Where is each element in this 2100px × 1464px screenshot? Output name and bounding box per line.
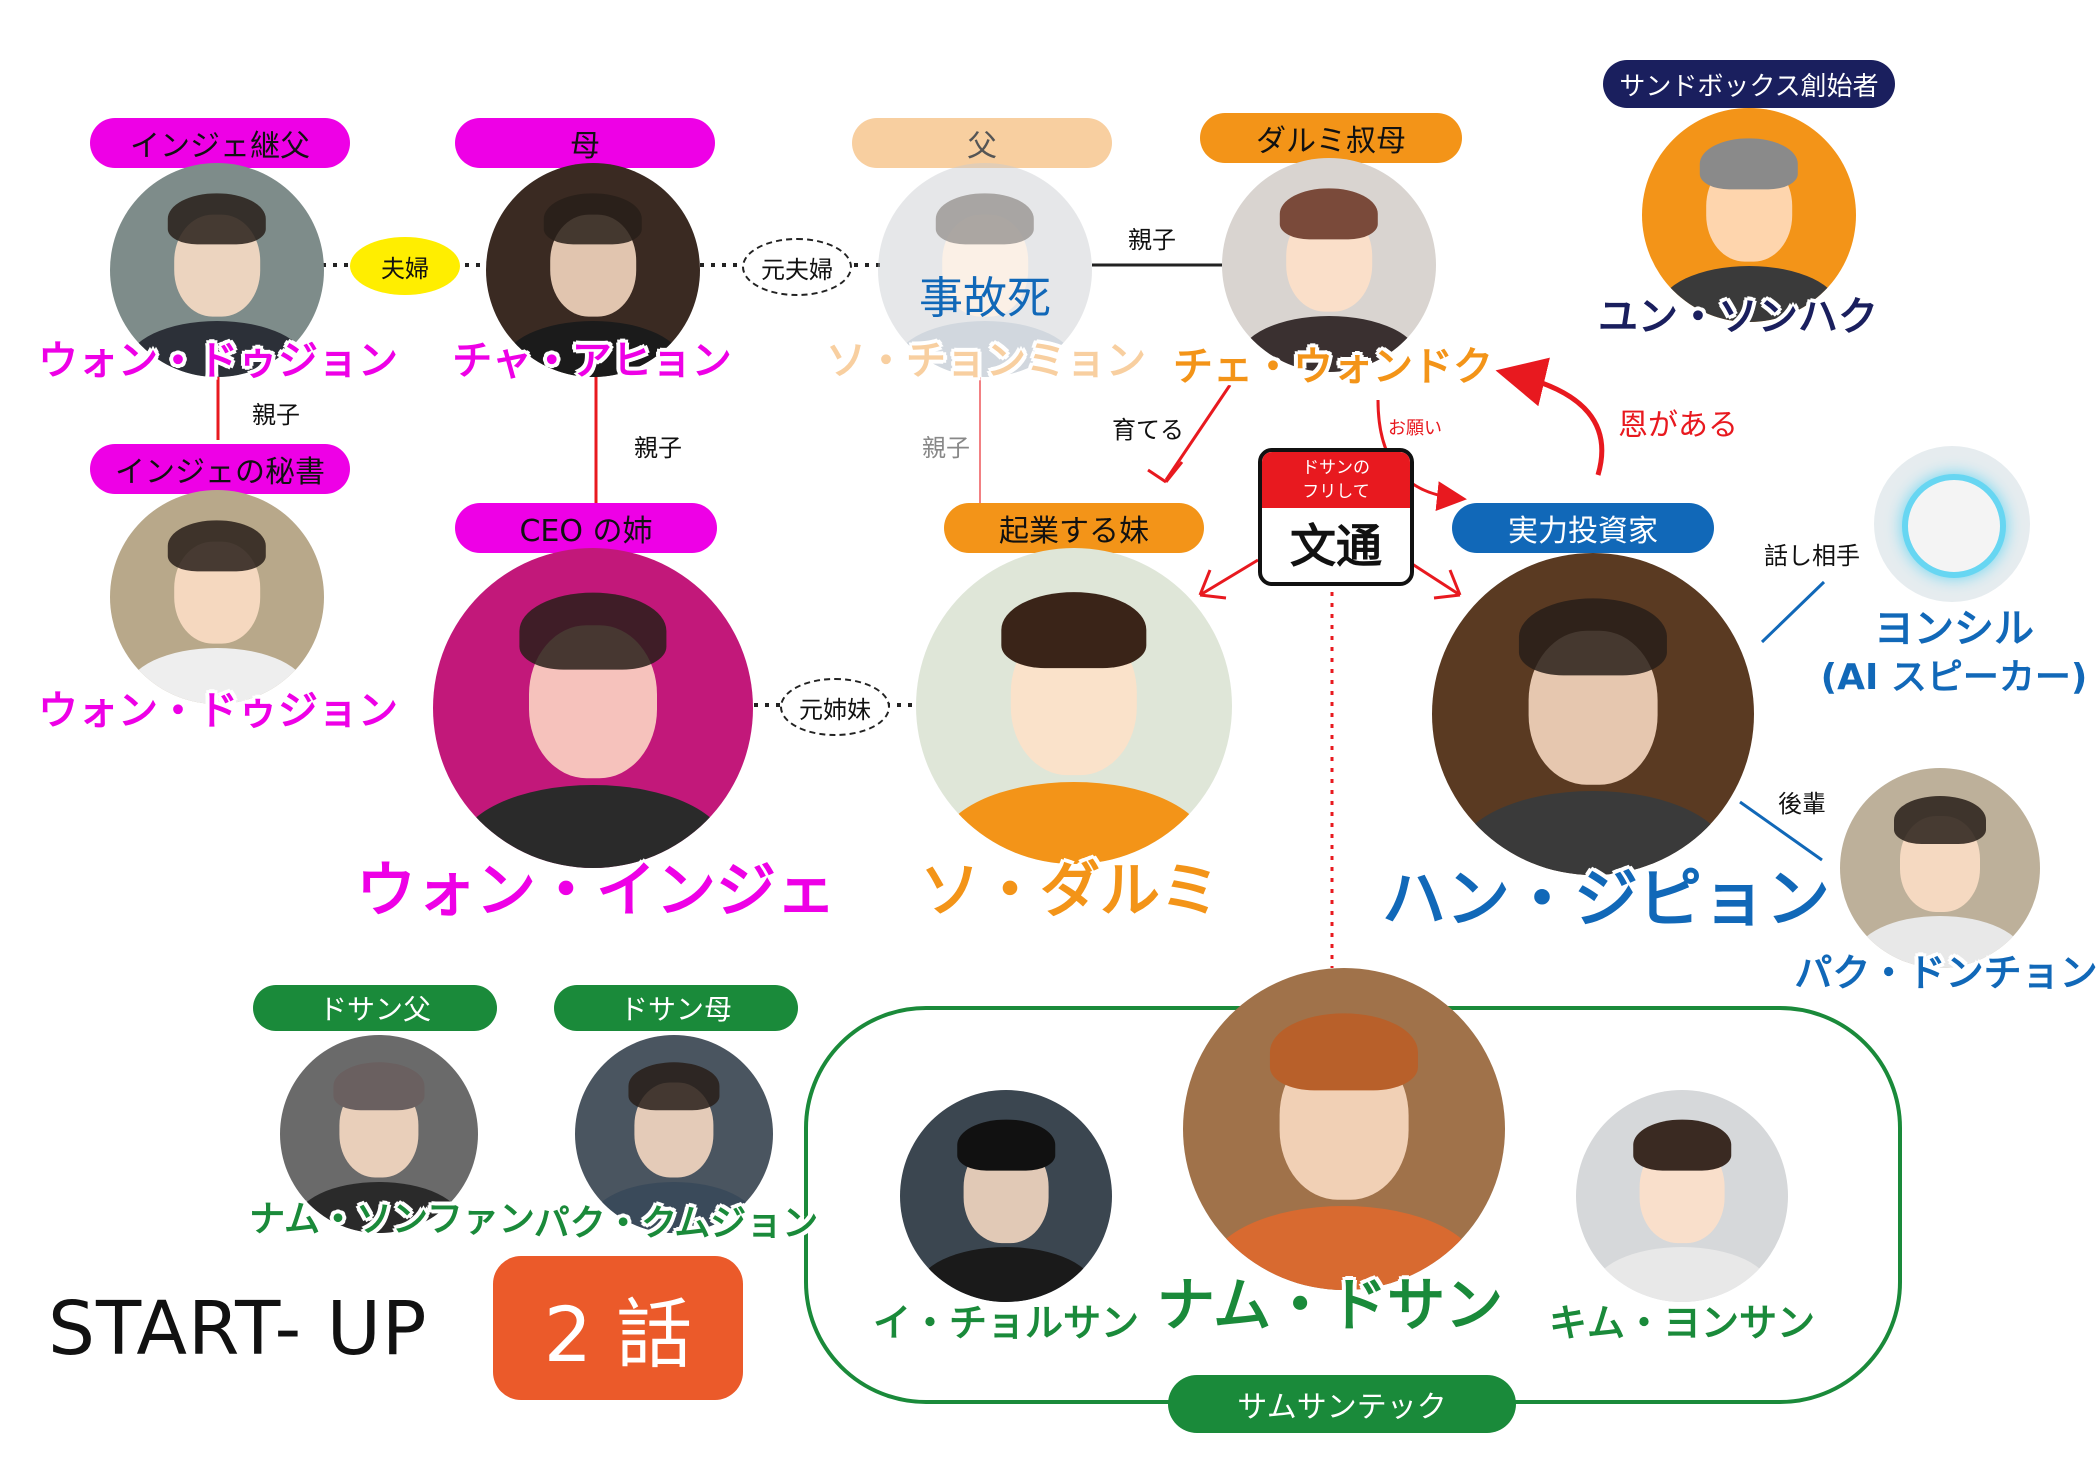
tag-inje: CEO の姉: [455, 503, 717, 553]
hair-shape: [167, 192, 267, 245]
letter-header: ドサンの フリして: [1262, 452, 1410, 508]
name-father: ソ・チョンミョン: [825, 337, 1147, 385]
portrait-dosan-mother: [575, 1035, 773, 1233]
request-label: お願い: [1388, 418, 1442, 439]
married-oval: 夫婦: [350, 237, 460, 295]
portrait-secretary: [110, 490, 324, 704]
name-dosan-father: ナム・ソンファン: [248, 1198, 536, 1241]
portrait-dalmi: [916, 548, 1232, 864]
talk-partner-line: [1760, 580, 1826, 644]
portrait-chulsan: [900, 1090, 1112, 1302]
episode-badge: 2 話: [493, 1256, 743, 1400]
hair-shape: [1279, 187, 1379, 240]
tag-secretary: インジェの秘書: [90, 444, 350, 494]
portrait-dosan: [1183, 968, 1505, 1290]
tag-founder: サンドボックス創始者: [1603, 60, 1895, 108]
name-dosan: ナム・ドサン: [1156, 1270, 1504, 1340]
letter-main: 文通: [1290, 519, 1382, 573]
hair-shape: [1001, 592, 1147, 669]
hair-shape: [1699, 137, 1799, 190]
name-dosan-mother: パク・クムジョン: [533, 1202, 819, 1245]
tag-jipyeong: 実力投資家: [1452, 503, 1714, 553]
tag-dosan-father: ドサン父: [253, 985, 497, 1031]
title-text: START- UP: [48, 1286, 428, 1372]
hair-shape: [1633, 1119, 1731, 1171]
name-dalmi: ソ・ダルミ: [919, 855, 1221, 927]
letter-to-dalmi-line: [1199, 558, 1259, 597]
name-inje: ウォン・インジェ: [355, 855, 837, 927]
portrait-yongsan: [1576, 1090, 1788, 1302]
hair-shape: [543, 192, 643, 245]
letter-small-line1: ドサンの: [1302, 458, 1370, 478]
name-secretary: ウォン・ドゥジョン: [37, 687, 399, 735]
hair-shape: [1518, 598, 1668, 676]
hair-shape: [519, 592, 667, 670]
ex-sisters-oval: 元姉妹: [780, 678, 890, 736]
tag-inje-stepfather: インジェ継父: [90, 118, 350, 168]
raises-label: 育てる: [1112, 416, 1184, 444]
portrait-inje-stepfather: [110, 163, 324, 377]
hair-shape: [628, 1062, 720, 1111]
speaker-icon: [1902, 474, 2006, 578]
raises-arrowhead: [1147, 461, 1184, 484]
letter-to-jipyeong-line: [1405, 558, 1461, 597]
ex-married-oval: 元夫婦: [742, 238, 852, 296]
hair-shape: [167, 519, 267, 572]
talk-partner-label: 話し相手: [1764, 542, 1860, 570]
portrait-yongsil: [1874, 446, 2030, 602]
letter-box: ドサンの フリして 文通: [1258, 448, 1414, 586]
tag-mother: 母: [455, 118, 715, 168]
parent-child-label-1: 親子: [252, 401, 300, 429]
letter-small-line2: フリして: [1302, 482, 1370, 502]
hair-shape: [333, 1062, 425, 1111]
name-founder: ユン・ソンハク: [1597, 293, 1879, 341]
letter-jipyeong-head: [1433, 569, 1462, 600]
name-jipyeong: ハン・ジピョン: [1381, 862, 1831, 938]
junior-label: 後輩: [1778, 790, 1826, 818]
tag-dalmi: 起業する妹: [944, 503, 1204, 553]
portrait-aunt: [1222, 158, 1436, 372]
portrait-father: [878, 163, 1092, 377]
hair-shape: [957, 1119, 1055, 1171]
name-inje-stepfather: ウォン・ドゥジョン: [37, 337, 399, 385]
raises-line: [1164, 384, 1232, 481]
hair-shape: [1894, 796, 1986, 844]
portrait-jipyeong: [1432, 553, 1754, 875]
tag-father: 父: [852, 118, 1112, 168]
portrait-founder: [1642, 108, 1856, 322]
junior-line: [1739, 800, 1823, 862]
portrait-icon: [942, 214, 1028, 318]
hair-shape: [935, 192, 1035, 245]
tag-dosan-mother: ドサン母: [554, 985, 798, 1031]
portrait-mother: [486, 163, 700, 377]
portrait-dongcheon: [1840, 768, 2040, 968]
name-yongsan: キム・ヨンサン: [1548, 1300, 1816, 1346]
name-aunt: チェ・ウォンドク: [1172, 343, 1494, 391]
name-chulsan: イ・チョルサン: [872, 1300, 1140, 1346]
hair-shape: [1269, 1013, 1419, 1091]
tag-aunt: ダルミ叔母: [1200, 113, 1462, 163]
parent-child-label-4: 親子: [1128, 226, 1176, 254]
tag-samsantech: サムサンテック: [1168, 1375, 1516, 1433]
owes-line: [1495, 357, 1605, 476]
father-note: 事故死: [919, 273, 1051, 324]
portrait-dosan-father: [280, 1035, 478, 1233]
letter-dalmi-head: [1198, 569, 1227, 600]
parent-child-label-2: 親子: [634, 434, 682, 462]
name-mother: チャ・アヒョン: [451, 337, 733, 385]
owes-label: 恩がある: [1618, 408, 1738, 443]
name-dongcheon: パク・ドンチョン: [1793, 950, 2098, 996]
portrait-inje: [433, 548, 753, 868]
name-yongsil-line2: (AI スピーカー): [1820, 656, 2089, 699]
name-yongsil-line1: ヨンシル: [1873, 605, 2035, 653]
parent-child-label-3: 親子: [922, 434, 970, 462]
